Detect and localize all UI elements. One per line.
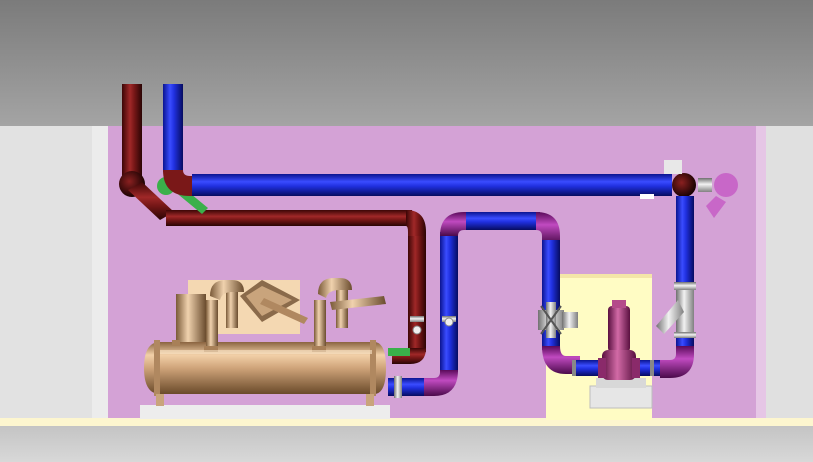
pump-flange-in bbox=[598, 358, 606, 378]
expansion-vent bbox=[714, 173, 738, 197]
chiller-icon bbox=[144, 342, 386, 394]
shell-valve-3 bbox=[172, 340, 180, 346]
circulation-pump[interactable] bbox=[589, 300, 653, 409]
butterfly-valve[interactable] bbox=[538, 302, 578, 338]
pump-icon bbox=[602, 350, 636, 380]
loop-bottom-left-bend bbox=[420, 370, 458, 396]
chiller-inlet-pipe bbox=[388, 378, 424, 396]
clamp-a bbox=[572, 360, 576, 376]
pump-flange-out bbox=[632, 358, 640, 378]
pressure-gauge-right bbox=[442, 316, 456, 327]
pump-bay-edge bbox=[546, 274, 652, 278]
side-wall-edge bbox=[92, 126, 108, 422]
supply-riser bbox=[163, 84, 183, 172]
right-wall-strip bbox=[756, 126, 766, 420]
vent-bracket bbox=[664, 160, 682, 174]
y-strainer[interactable] bbox=[656, 282, 696, 338]
floor bbox=[0, 426, 813, 462]
return-bend-down bbox=[406, 210, 426, 240]
supply-header-joint bbox=[672, 173, 696, 197]
pump-pedestal bbox=[596, 378, 646, 388]
return-riser bbox=[122, 84, 142, 184]
clamp-b bbox=[650, 360, 654, 376]
chiller-shell-band-left bbox=[154, 340, 160, 396]
chiller-riser-1 bbox=[206, 300, 218, 350]
clamp-c bbox=[640, 194, 654, 199]
loop-top-left-bend bbox=[440, 212, 470, 236]
pressure-gauge-left bbox=[410, 316, 424, 335]
chiller-arm bbox=[330, 296, 386, 310]
pump-base bbox=[589, 385, 653, 409]
chiller-inlet-flange bbox=[394, 376, 402, 398]
loop-top bbox=[466, 212, 540, 230]
chiller-leg-left bbox=[156, 394, 164, 406]
shell-highlight bbox=[160, 350, 372, 354]
shell-valve-1 bbox=[204, 346, 218, 352]
outer-right bbox=[766, 126, 813, 420]
chiller-platform bbox=[140, 405, 390, 419]
return-diagonal bbox=[128, 182, 174, 220]
chiller-riser-2 bbox=[226, 290, 238, 328]
side-wall bbox=[0, 126, 108, 422]
sky-backdrop bbox=[0, 0, 813, 126]
vent-branch bbox=[706, 196, 726, 218]
chiller-shell-band-right bbox=[370, 340, 376, 396]
return-drop bbox=[408, 236, 426, 352]
floor-line bbox=[0, 418, 813, 426]
chiller-unit[interactable] bbox=[144, 278, 386, 406]
loop-bottom-bend bbox=[542, 346, 580, 374]
discharge-bend bbox=[660, 346, 694, 378]
loop-top-right-bend bbox=[536, 212, 560, 244]
pump-cap bbox=[612, 300, 626, 308]
vent-coupling bbox=[698, 178, 712, 192]
pump-motor bbox=[608, 306, 630, 352]
strainer-icon bbox=[674, 282, 696, 290]
chilled-water-return bbox=[119, 84, 426, 352]
supply-elbow bbox=[163, 170, 196, 196]
return-header bbox=[166, 210, 412, 226]
chiller-diag bbox=[260, 298, 308, 324]
supply-header bbox=[192, 174, 672, 196]
return-green-band bbox=[388, 348, 410, 356]
chiller-leg-right bbox=[366, 394, 374, 406]
loop-left-riser bbox=[440, 232, 458, 372]
chiller-riser-3 bbox=[314, 300, 326, 350]
chiller-loop-1 bbox=[210, 280, 244, 300]
chiller-loop-2 bbox=[318, 278, 352, 298]
shell-valve-2 bbox=[312, 346, 326, 352]
compressor-box bbox=[176, 294, 206, 342]
